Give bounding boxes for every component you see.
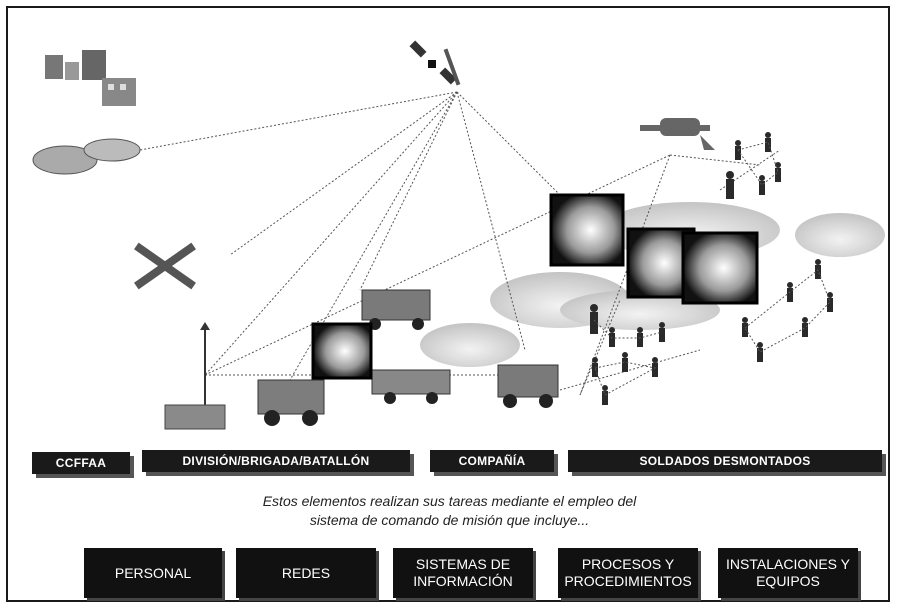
component-personal-line1: PERSONAL — [114, 564, 192, 581]
component-personal: PERSONAL — [84, 548, 222, 598]
drone-icon — [640, 118, 715, 150]
component-procesos-line1: PROCESOS Y — [581, 556, 675, 572]
echelon-label-compania: COMPAÑÍA — [430, 450, 554, 472]
component-instalaciones-y-equipos: INSTALACIONES Y EQUIPOS — [718, 548, 858, 598]
component-redes: REDES — [236, 548, 376, 598]
component-procesos-line2: PROCEDIMIENTOS — [564, 573, 692, 589]
display-screens — [311, 193, 759, 380]
echelon-label-ccffaa: CCFFAA — [32, 452, 130, 474]
armored-vehicle-icon — [257, 289, 559, 426]
caption: Estos elementos realizan sus tareas medi… — [0, 492, 899, 530]
echelon-label-soldados-desmontados: SOLDADOS DESMONTADOS — [568, 450, 882, 472]
component-sistemas-line1: SISTEMAS DE — [415, 556, 511, 572]
component-procesos-y-procedimientos: PROCESOS Y PROCEDIMIENTOS — [558, 548, 698, 598]
soldier-icons — [590, 132, 833, 405]
component-sistemas-line2: INFORMACIÓN — [413, 573, 513, 589]
echelon-label-division-brigada-batallon: DIVISIÓN/BRIGADA/BATALLÓN — [142, 450, 410, 472]
command-vehicle-icon — [164, 322, 226, 430]
satellite-icon — [409, 40, 461, 86]
component-sistemas-de-informacion: SISTEMAS DE INFORMACIÓN — [393, 548, 533, 598]
component-redes-line1: REDES — [281, 564, 331, 581]
component-instalaciones-line1: INSTALACIONES Y — [726, 556, 850, 572]
caption-line-1: Estos elementos realizan sus tareas medi… — [262, 493, 637, 509]
headquarters-icon — [32, 50, 141, 175]
caption-line-2: sistema de comando de misión que incluye… — [309, 512, 590, 528]
soldier-network-links — [593, 141, 831, 396]
aircraft-icon — [134, 242, 196, 290]
component-instalaciones-line2: EQUIPOS — [756, 573, 820, 589]
